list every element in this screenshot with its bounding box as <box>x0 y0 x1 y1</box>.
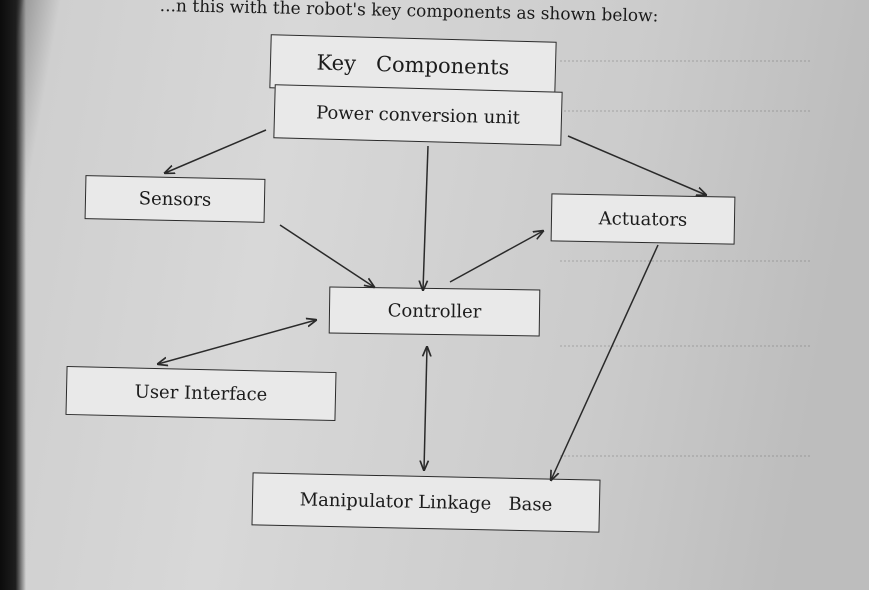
background-text-line <box>560 260 810 262</box>
background-text-line <box>560 455 810 457</box>
arrow-controller-to-actuators <box>449 231 543 283</box>
arrow-power-to-actuators <box>567 135 706 195</box>
arrow-controller-user-interface <box>158 320 316 364</box>
background-text-line <box>560 110 810 112</box>
arrow-power-to-controller <box>423 145 429 290</box>
arrow-sensors-to-controller <box>279 224 374 287</box>
arrow-actuators-to-base <box>551 244 659 480</box>
background-text-line <box>560 60 810 62</box>
page-edge-shadow <box>0 0 26 590</box>
arrow-power-to-sensors <box>165 129 267 173</box>
arrow-controller-base <box>424 347 427 470</box>
background-text-line <box>560 345 810 347</box>
